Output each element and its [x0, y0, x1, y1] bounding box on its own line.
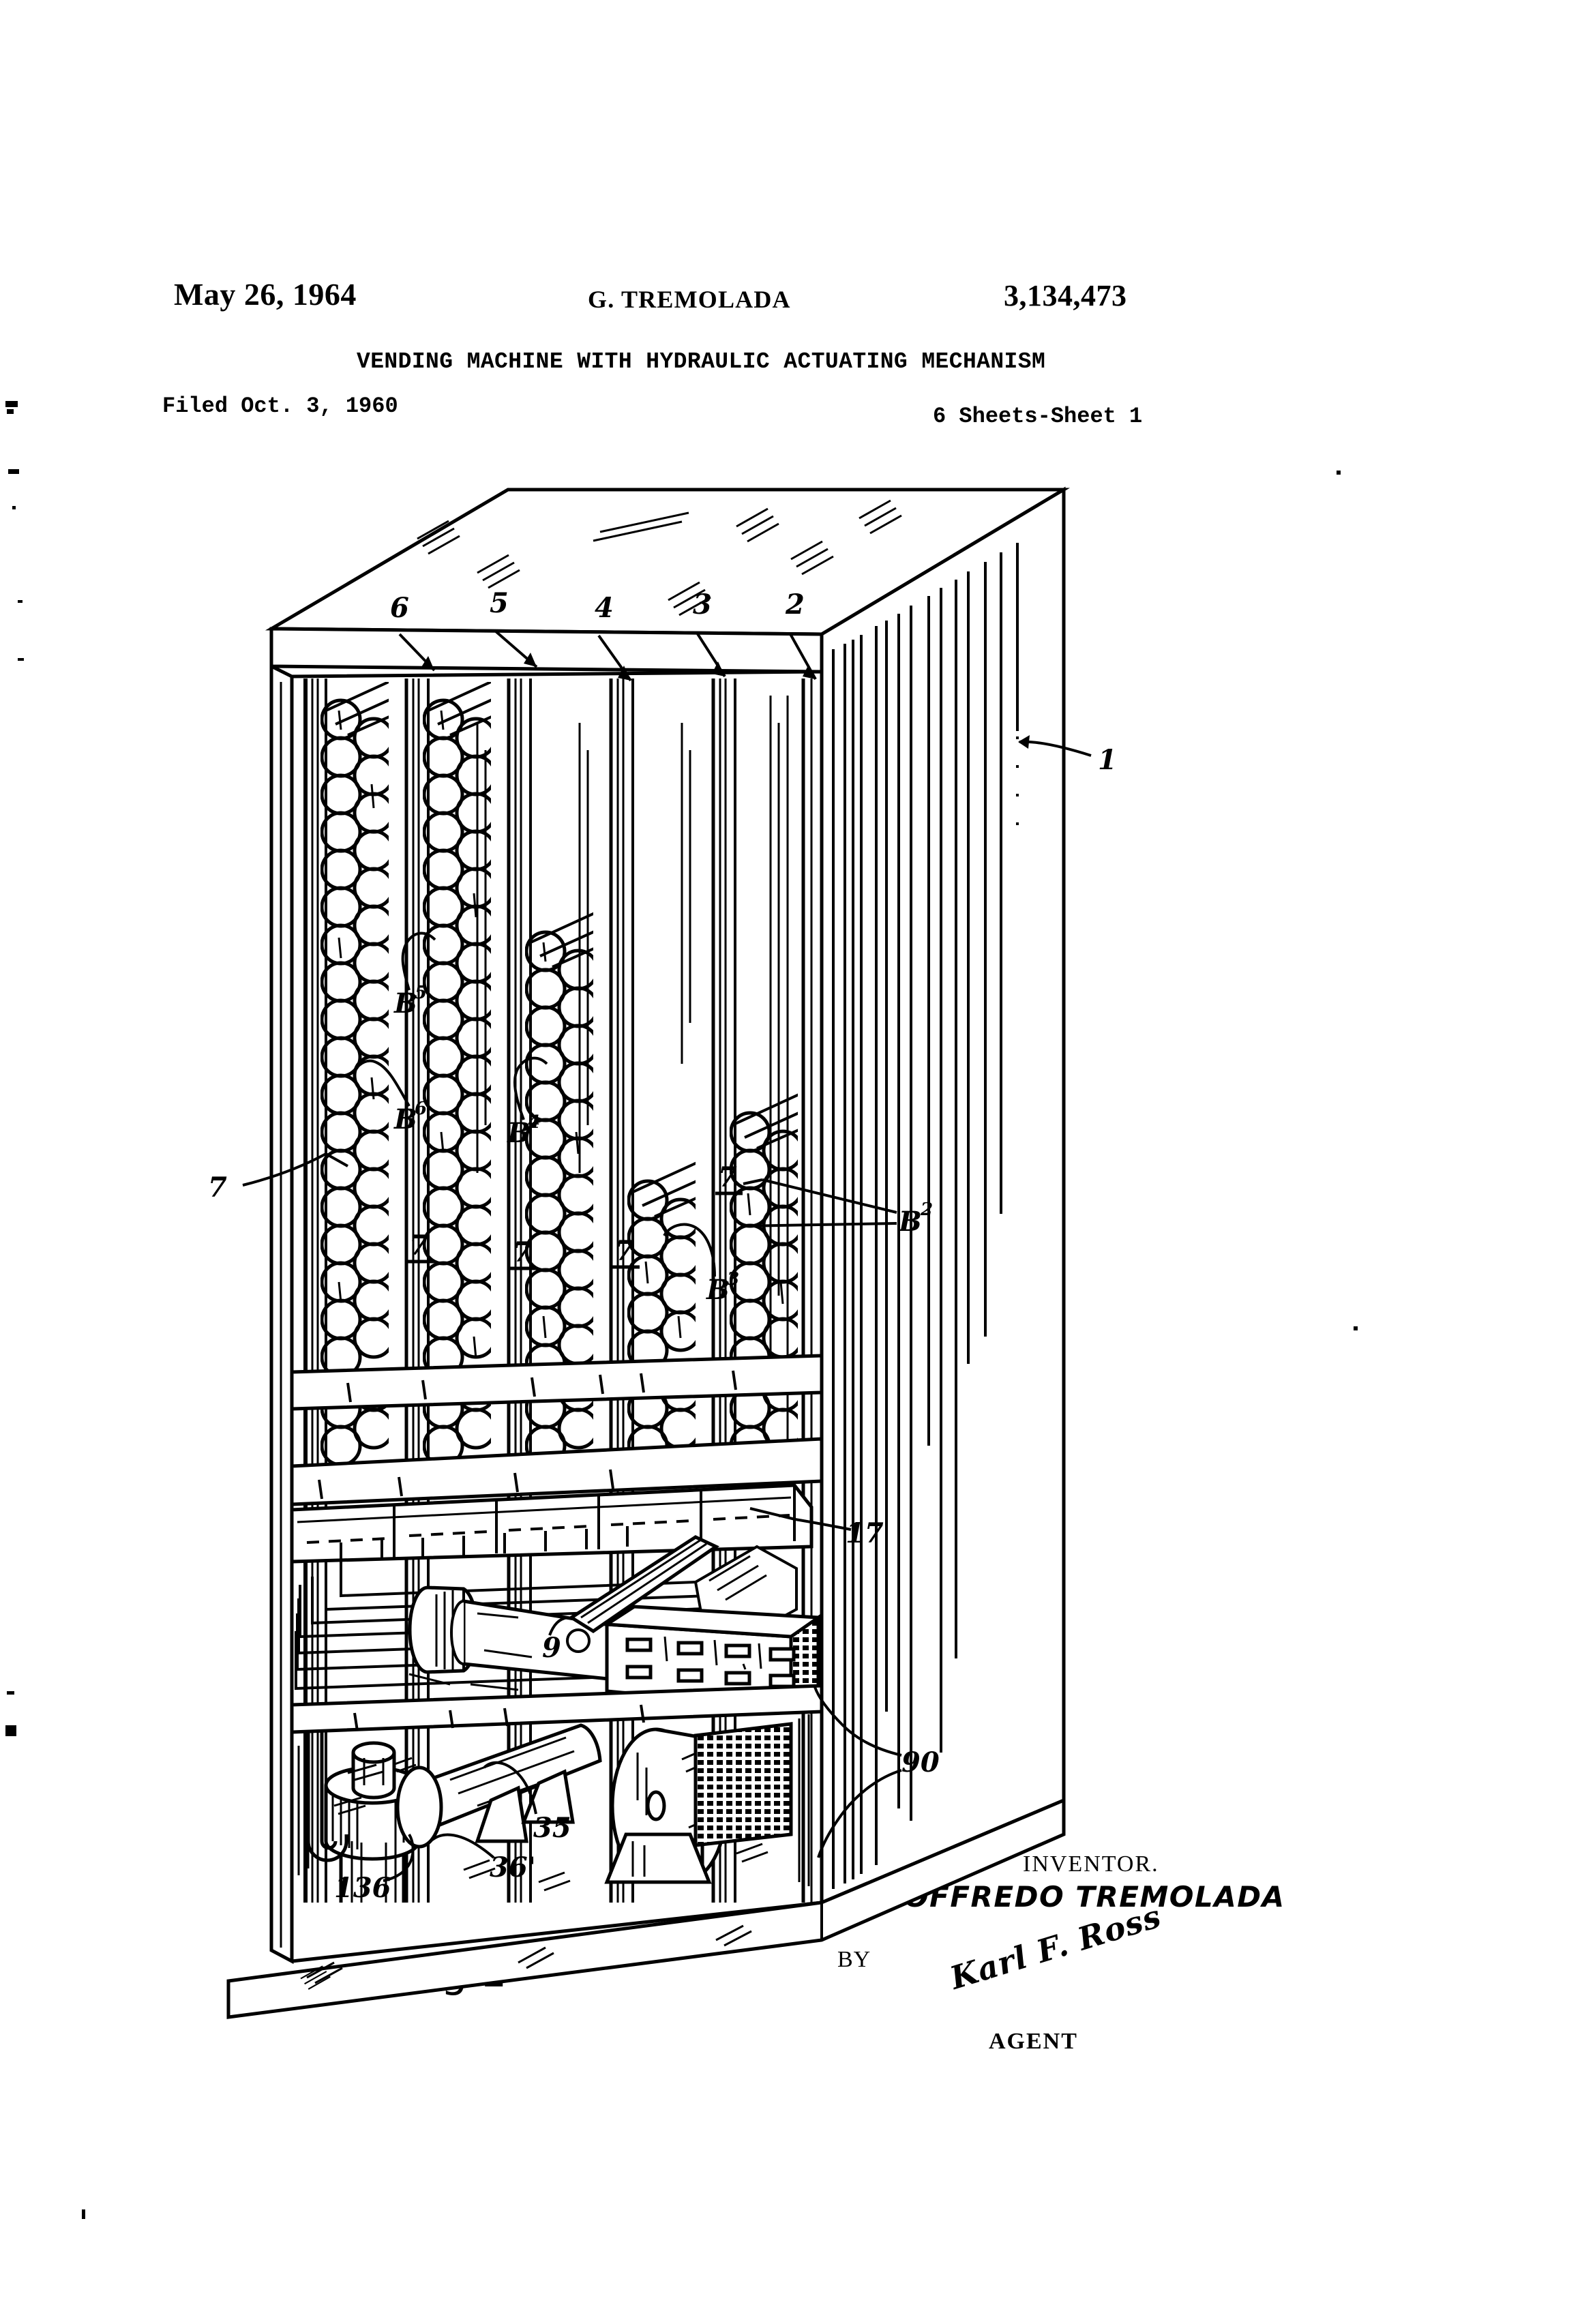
- scan-speck: [18, 600, 23, 603]
- scan-speck: [1337, 471, 1341, 475]
- column-guide-rail: [609, 679, 625, 1903]
- ref-numeral-7-c: 7: [615, 1235, 634, 1267]
- selector-button[interactable]: [768, 1647, 796, 1662]
- product-stack-column-d: [627, 1154, 696, 1467]
- selector-button[interactable]: [625, 1665, 653, 1680]
- ref-numeral-7-a: 7: [409, 1230, 428, 1262]
- sheet-header: May 26, 1964 G. TREMOLADA 3,134,473 VEND…: [0, 0, 1582, 450]
- ref-numeral-136: 136: [334, 1872, 391, 1904]
- svg-text:6: 6: [415, 1099, 427, 1119]
- ref-numeral-2: 2: [785, 589, 805, 621]
- scan-speck: [5, 1725, 16, 1736]
- selector-button[interactable]: [676, 1641, 704, 1656]
- svg-text:B: B: [898, 1206, 922, 1238]
- scan-speck: [7, 1691, 14, 1695]
- product-stack-column-b: [423, 682, 491, 1467]
- ref-numeral-B6: B 6: [393, 1099, 427, 1135]
- by-label: BY: [837, 1947, 871, 1972]
- svg-text:B: B: [706, 1274, 730, 1306]
- selector-button[interactable]: [625, 1637, 653, 1652]
- patent-inventor: G. TREMOLADA: [588, 286, 791, 313]
- scan-speck: [8, 469, 19, 474]
- ref-numeral-3: 3: [693, 589, 712, 621]
- patent-number: 3,134,473: [1004, 279, 1127, 312]
- hydraulic-cylinder: [408, 1535, 720, 1691]
- selector-button[interactable]: [676, 1668, 704, 1683]
- ref-numeral-4: 4: [595, 592, 614, 624]
- selector-button[interactable]: [724, 1643, 751, 1658]
- selector-button[interactable]: [724, 1671, 751, 1686]
- scan-speck: [12, 506, 16, 509]
- svg-text:3: 3: [727, 1269, 739, 1290]
- ref-numeral-7-d: 7: [718, 1161, 737, 1193]
- ref-numeral-9: 9: [542, 1632, 561, 1664]
- agent-label: AGENT: [989, 2029, 1078, 2054]
- svg-text:B: B: [393, 1103, 417, 1135]
- selector-button[interactable]: [768, 1673, 796, 1688]
- ref-numeral-36: 36': [490, 1851, 536, 1883]
- svg-text:5: 5: [415, 983, 427, 1003]
- ref-numeral-6: 6: [390, 592, 409, 624]
- gloss-hatch: [333, 1757, 417, 1815]
- gloss-hatch: [463, 1843, 768, 1892]
- sheet-count-label: 6 Sheets-Sheet 1: [933, 404, 1143, 429]
- selector-buttons: [625, 1637, 796, 1688]
- shelf-band-upper: [290, 1354, 822, 1411]
- svg-text:2: 2: [920, 1200, 933, 1220]
- product-stack-column-e: [730, 1091, 798, 1467]
- scan-speck: [18, 658, 24, 661]
- product-stack-column-a: [320, 682, 389, 1467]
- ref-numeral-35: 35: [533, 1812, 571, 1844]
- product-stack-column-c: [525, 904, 593, 1467]
- svg-text:4: 4: [528, 1112, 540, 1133]
- patent-title: VENDING MACHINE WITH HYDRAULIC ACTUATING…: [357, 349, 1046, 374]
- reference-leaders: [242, 629, 1092, 1882]
- ref-numeral-B4: B 4: [507, 1112, 540, 1149]
- ref-numeral-B3: B 3: [706, 1269, 739, 1306]
- machinery-compartment: [290, 1684, 822, 1903]
- product-column-group: [290, 679, 822, 1903]
- scan-speck: [82, 2209, 85, 2219]
- svg-text:B: B: [507, 1117, 531, 1149]
- ref-numeral-7-b: 7: [513, 1236, 532, 1268]
- scan-speck: [7, 409, 14, 414]
- ref-numeral-5: 5: [490, 587, 509, 619]
- shelf-band-lower: [290, 1437, 822, 1506]
- ref-numeral-7-left: 7: [208, 1172, 227, 1204]
- inventor-label: INVENTOR.: [1023, 1851, 1159, 1877]
- rear-grille: [693, 1722, 793, 1847]
- patent-date: May 26, 1964: [174, 277, 357, 312]
- ref-numeral-90: 90: [901, 1746, 940, 1778]
- cabinet-front-opening: [291, 670, 824, 1963]
- patent-filed-date: Filed Oct. 3, 1960: [162, 393, 398, 419]
- scan-speck: [5, 401, 18, 407]
- ref-numeral-B5: B 5: [393, 983, 427, 1019]
- reference-numeral-labels: 6 5 4 3 2 1 7 7 7 7 7 B 5 B 6 B 4 B 3 B …: [208, 587, 1117, 1904]
- scan-speck: [1354, 1326, 1358, 1330]
- column-guide-rail: [801, 679, 813, 1903]
- cabinet-right-panel: [820, 486, 1066, 1905]
- svg-text:B: B: [393, 987, 417, 1019]
- cabinet-top-rail: [269, 627, 824, 674]
- ref-numeral-B2: B 2: [898, 1200, 933, 1238]
- ref-numeral-1: 1: [1098, 744, 1117, 776]
- cabinet-left-panel: [269, 663, 294, 1965]
- ref-numeral-17: 17: [846, 1517, 884, 1549]
